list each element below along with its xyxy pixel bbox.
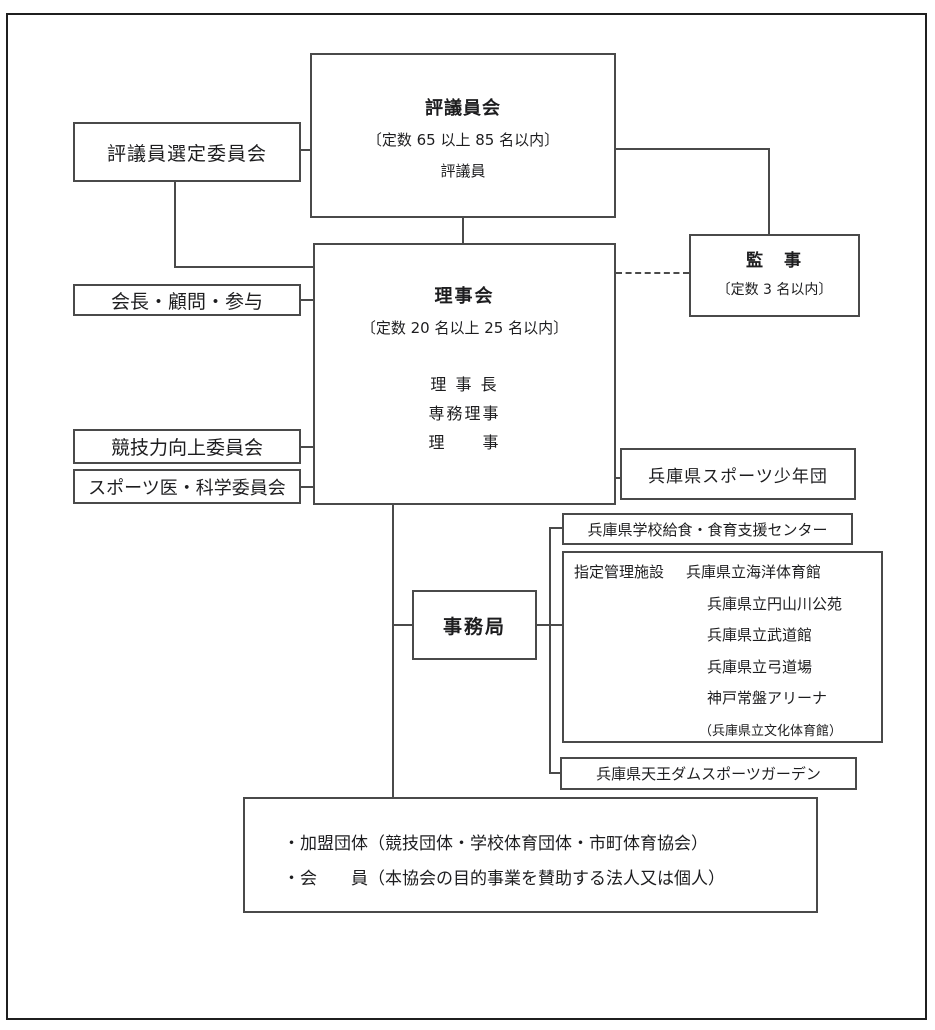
- connector-board-to-auditors-dashed: [616, 272, 689, 274]
- board-capacity: 〔定数 20 名以上 25 名以内〕: [360, 319, 569, 337]
- connector-to-lunch-center: [549, 527, 562, 529]
- selection-committee-box: 評議員選定委員会: [73, 122, 301, 182]
- connector-chairman-to-board: [301, 299, 313, 301]
- connector-board-trunk: [392, 505, 394, 797]
- auditors-box: 監 事 〔定数 3 名以内〕: [689, 234, 860, 317]
- council-member: 評議員: [440, 162, 486, 180]
- council-box: 評議員会 〔定数 65 以上 85 名以内〕 評議員: [310, 53, 616, 218]
- chairman-advisors-label: 会長・顧問・参与: [110, 290, 263, 313]
- connector-council-to-board: [462, 218, 464, 243]
- connector-board-to-junior-club: [613, 477, 620, 479]
- board-title: 理事会: [434, 286, 495, 307]
- connector-council-to-auditors-v: [768, 148, 770, 234]
- board-role-president: 理 事 長: [430, 375, 499, 394]
- sports-medicine-committee-box: スポーツ医・科学委員会: [73, 469, 301, 504]
- connector-council-to-auditors-h: [616, 148, 770, 150]
- membership-members: ・会 員（本協会の目的事業を賛助する法人又は個人）: [283, 869, 725, 889]
- facility-budokan: 兵庫県立武道館: [707, 626, 813, 645]
- council-capacity: 〔定数 65 以上 85 名以内〕: [366, 131, 560, 149]
- selection-committee-label: 評議員選定委員会: [106, 142, 267, 165]
- facility-marine-gym: 兵庫県立海洋体育館: [686, 563, 822, 582]
- board-box: 理事会 〔定数 20 名以上 25 名以内〕 理 事 長 専務理事 理 事: [313, 243, 616, 505]
- connector-to-tenno-dam: [549, 772, 560, 774]
- tenno-dam-garden-box: 兵庫県天王ダムスポーツガーデン: [560, 757, 857, 790]
- managed-facilities-heading: 指定管理施設: [574, 563, 665, 582]
- school-lunch-center-box: 兵庫県学校給食・食育支援センター: [562, 513, 853, 545]
- tenno-dam-garden-label: 兵庫県天王ダムスポーツガーデン: [596, 765, 821, 783]
- chairman-advisors-box: 会長・顧問・参与: [73, 284, 301, 316]
- board-role-director: 理 事: [428, 433, 501, 452]
- connector-sportsmed-to-board: [301, 486, 313, 488]
- connector-performance-to-board: [301, 446, 313, 448]
- auditors-capacity: 〔定数 3 名以内〕: [716, 282, 833, 298]
- sports-medicine-committee-label: スポーツ医・科学委員会: [88, 477, 286, 499]
- connector-selection-down: [174, 182, 176, 268]
- facility-kobe-tokiwa-arena: 神戸常盤アリーナ: [707, 689, 828, 708]
- connector-trunk-to-secretariat: [392, 624, 412, 626]
- facility-bunka-taiikukan: （兵庫県立文化体育館）: [699, 723, 843, 739]
- facility-kyudojo: 兵庫県立弓道場: [707, 657, 813, 676]
- auditors-title: 監 事: [746, 251, 803, 271]
- secretariat-label: 事務局: [442, 615, 506, 638]
- performance-committee-box: 競技力向上委員会: [73, 429, 301, 464]
- membership-box: ・加盟団体（競技団体・学校体育団体・市町体育協会） ・会 員（本協会の目的事業を…: [243, 797, 818, 913]
- connector-right-column: [549, 528, 551, 774]
- connector-selection-to-board: [174, 266, 313, 268]
- board-role-executive-director: 専務理事: [428, 404, 501, 423]
- managed-facilities-box: 指定管理施設 兵庫県立海洋体育館 兵庫県立円山川公苑 兵庫県立武道館 兵庫県立弓…: [562, 551, 883, 743]
- junior-sports-club-box: 兵庫県スポーツ少年団: [620, 448, 856, 500]
- facility-maruyamagawa: 兵庫県立円山川公苑: [707, 594, 843, 613]
- performance-committee-label: 競技力向上委員会: [110, 437, 263, 459]
- school-lunch-center-label: 兵庫県学校給食・食育支援センター: [587, 520, 828, 539]
- connector-selection-to-council: [301, 149, 310, 151]
- membership-affiliated-groups: ・加盟団体（競技団体・学校体育団体・市町体育協会）: [283, 834, 708, 854]
- secretariat-box: 事務局: [412, 590, 537, 660]
- council-title: 評議員会: [425, 98, 501, 119]
- junior-sports-club-label: 兵庫県スポーツ少年団: [648, 466, 828, 487]
